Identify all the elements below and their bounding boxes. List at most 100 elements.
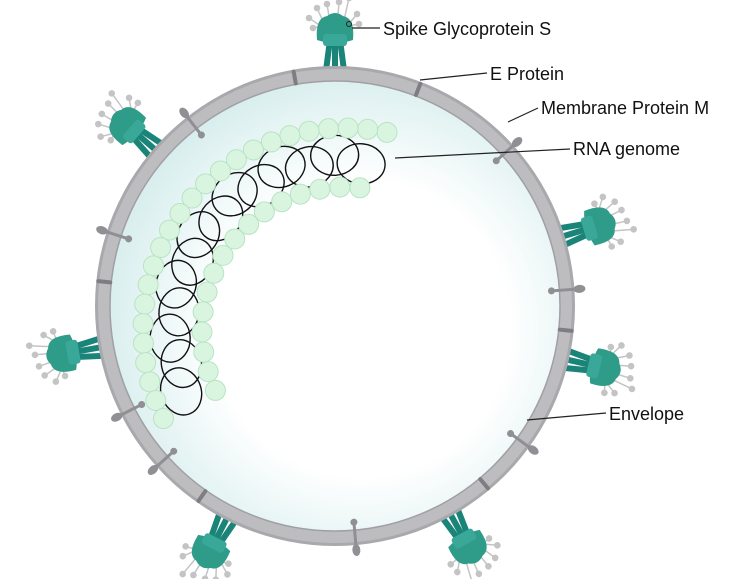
glycan xyxy=(494,541,501,549)
rna-genome xyxy=(132,117,398,430)
glycan xyxy=(617,238,624,245)
m-protein-body xyxy=(118,403,142,417)
glycan xyxy=(618,342,625,349)
glycan xyxy=(355,20,363,28)
spike-label: Spike Glycoprotein S xyxy=(383,19,552,39)
m-protein-label: Membrane Protein M xyxy=(541,98,710,118)
nucleocapsid-protein xyxy=(309,178,331,200)
rna-leader-line xyxy=(394,148,571,159)
membrane-protein-m xyxy=(507,430,539,455)
membrane-protein-m xyxy=(111,401,146,422)
nucleocapsid-protein xyxy=(337,117,359,139)
glycan xyxy=(305,14,313,22)
glycan xyxy=(353,10,361,18)
glycan xyxy=(309,24,317,32)
glycan xyxy=(607,343,615,351)
m-protein-head xyxy=(111,412,123,422)
e-protein-body xyxy=(478,477,490,491)
glycan xyxy=(335,0,343,6)
m-protein-body xyxy=(104,230,129,240)
m-protein-tail xyxy=(492,157,500,165)
membrane-protein-m xyxy=(547,284,586,295)
nucleocapsid-protein xyxy=(203,262,225,284)
spike-neck xyxy=(123,119,146,144)
m-protein-body xyxy=(185,114,202,135)
glycan xyxy=(35,363,43,370)
membrane-protein-m xyxy=(350,518,361,557)
glycan xyxy=(591,200,598,207)
e-protein xyxy=(96,279,113,285)
membrane-protein-m xyxy=(179,107,205,139)
glycan xyxy=(49,328,57,335)
e-protein-body xyxy=(196,489,208,503)
nucleocapsid-protein xyxy=(152,408,174,430)
glycan xyxy=(611,389,618,397)
glycan xyxy=(182,543,189,550)
nucleocapsid-protein xyxy=(298,120,320,142)
glycan xyxy=(52,378,60,385)
glycan xyxy=(25,342,33,349)
glycan xyxy=(97,133,104,140)
virion-interior xyxy=(109,80,561,532)
glycan xyxy=(40,331,47,339)
nucleocapsid-protein xyxy=(225,149,247,171)
nucleocapsid-protein xyxy=(191,321,213,343)
glycan xyxy=(485,535,493,542)
nucleocapsid-protein xyxy=(317,118,339,140)
glycan xyxy=(608,243,615,250)
glycan xyxy=(611,198,619,205)
e-protein-leader-line xyxy=(419,72,488,81)
nucleocapsid-protein xyxy=(289,183,311,205)
membrane-protein-m xyxy=(147,447,178,475)
glycan xyxy=(224,571,231,578)
glycan xyxy=(94,120,102,128)
e-protein xyxy=(557,327,574,333)
e-protein xyxy=(291,69,298,86)
m-protein-leader-line xyxy=(507,107,539,123)
glycan xyxy=(627,362,635,370)
m-protein-head xyxy=(96,226,108,235)
m-protein-tail xyxy=(547,287,555,295)
glycan xyxy=(179,552,187,560)
spike-leader-dot xyxy=(346,21,352,27)
nucleocapsid-protein xyxy=(349,177,371,199)
m-protein-head xyxy=(352,544,361,557)
nucleocapsid-protein xyxy=(132,313,154,335)
nucleocapsid-protein xyxy=(142,255,164,277)
nucleocapsid-protein xyxy=(181,187,203,209)
m-protein-tail xyxy=(197,131,205,139)
spike-neck xyxy=(323,34,347,46)
spike-head xyxy=(191,534,231,569)
glycan xyxy=(618,206,625,214)
glycan xyxy=(346,0,352,2)
glycan xyxy=(190,571,197,579)
m-protein-head xyxy=(147,464,159,475)
nucleocapsid-protein xyxy=(253,201,275,223)
glycan xyxy=(104,100,112,107)
glycan xyxy=(323,0,331,8)
nucleocapsid-protein xyxy=(242,139,264,161)
e-protein xyxy=(478,477,490,491)
nucleocapsid-protein xyxy=(209,160,231,182)
nucleocapsid-protein xyxy=(260,131,282,153)
e-protein-body xyxy=(413,81,423,98)
m-protein-head xyxy=(573,284,586,293)
glycan xyxy=(41,372,48,379)
nucleocapsid-protein xyxy=(193,341,215,363)
glycan xyxy=(627,374,634,382)
nucleocapsid-protein xyxy=(137,274,159,296)
nucleocapsid-protein xyxy=(158,219,180,241)
glycan xyxy=(485,562,492,570)
glycan xyxy=(125,94,133,102)
glycan xyxy=(628,385,636,393)
nucleocapsid-protein xyxy=(376,121,398,143)
glycan xyxy=(98,110,106,118)
nucleocapsid-protein xyxy=(329,176,351,198)
m-protein-head xyxy=(527,445,539,455)
e-protein xyxy=(196,489,208,503)
nucleocapsid-protein xyxy=(238,213,260,235)
m-protein-tail xyxy=(138,401,146,409)
glycan xyxy=(454,568,461,576)
nucleocapsid-protein xyxy=(204,379,226,401)
